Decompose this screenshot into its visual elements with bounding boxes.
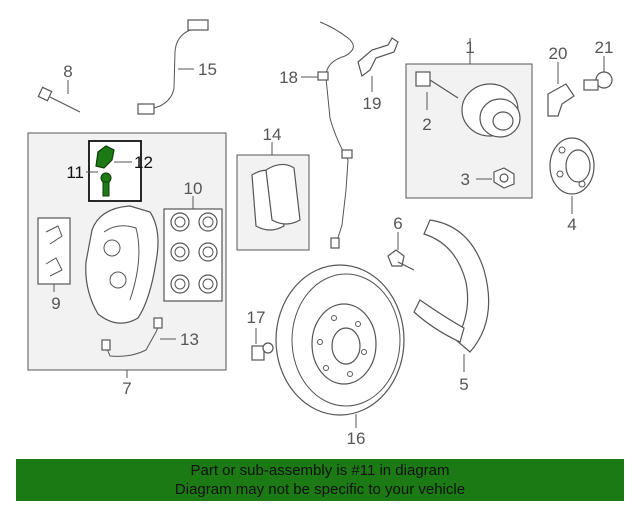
callout-2: 2: [422, 115, 431, 134]
brake-parts-diagram: 1 2 3 4 5 6 7 8 9 10 11 12 13 14 15 16 1…: [27, 19, 614, 448]
callout-12: 12: [134, 153, 153, 172]
callout-1: 1: [465, 38, 474, 57]
hub-bearing-part-1: [461, 38, 521, 138]
bolt-part-6: [387, 232, 415, 271]
bolt-part-21: [583, 56, 613, 91]
callout-15: 15: [198, 60, 217, 79]
callout-10: 10: [184, 179, 203, 198]
dust-shield-part-5: [413, 219, 490, 372]
callout-3: 3: [461, 170, 470, 189]
wheel-hub-part-4: [549, 137, 595, 214]
callout-7: 7: [122, 379, 131, 398]
rotor-part-16: [275, 264, 405, 428]
callout-9: 9: [51, 294, 60, 313]
banner-line-2: Diagram may not be specific to your vehi…: [174, 481, 466, 498]
callout-8: 8: [63, 62, 72, 81]
callout-6: 6: [393, 214, 402, 233]
brake-line-part-13: [101, 317, 176, 357]
bolt-part-8: [37, 80, 81, 113]
highlight-part-box: [88, 140, 142, 202]
wear-sensor-part-15: [137, 19, 209, 115]
screw-part-17: [251, 328, 274, 361]
bracket-part-19: [357, 37, 399, 92]
brake-hose-part-18: [301, 21, 354, 249]
clips-part-9: [37, 217, 71, 292]
callout-5: 5: [459, 375, 468, 394]
callout-20: 20: [549, 44, 568, 63]
callout-4: 4: [567, 215, 576, 234]
callout-21: 21: [595, 38, 614, 57]
callout-16: 16: [347, 429, 366, 448]
pistons-part-10: [163, 196, 223, 302]
highlighted-part-11: [86, 145, 132, 197]
callout-18: 18: [279, 68, 298, 87]
callout-14: 14: [263, 125, 282, 144]
nut-part-3: [476, 167, 515, 189]
caliper-part-7: [85, 205, 159, 378]
callout-19: 19: [363, 94, 382, 113]
highlight-notice-banner: Part or sub-assembly is #11 in diagram D…: [16, 459, 624, 501]
callout-11: 11: [66, 163, 84, 182]
callout-13: 13: [180, 330, 199, 349]
brake-pads-part-14: [251, 142, 301, 231]
callout-17: 17: [247, 308, 266, 327]
banner-line-1: Part or sub-assembly is #11 in diagram: [190, 462, 450, 479]
sensor-part-20: [547, 62, 575, 117]
hub-bolt-part-2: [415, 71, 459, 110]
